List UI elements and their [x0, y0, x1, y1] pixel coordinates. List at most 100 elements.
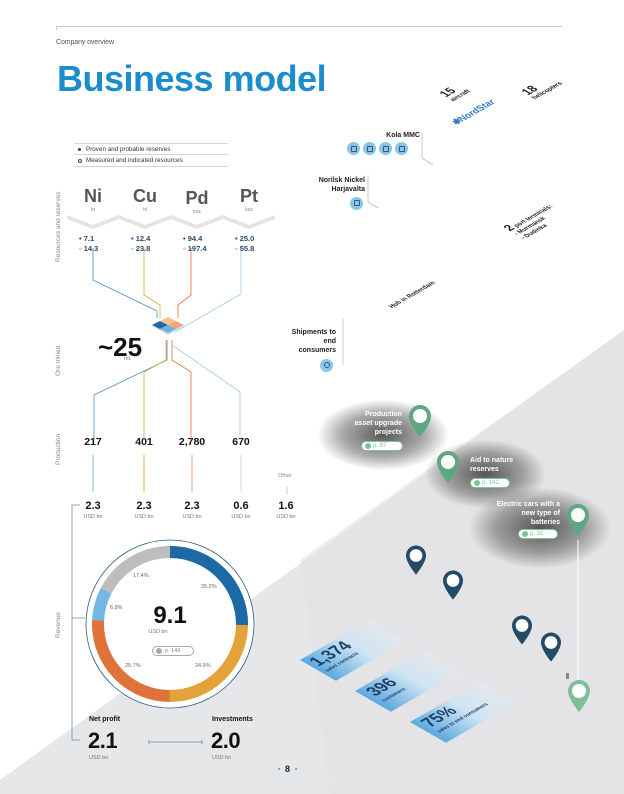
metal-resources: ◦ 14.3	[79, 244, 99, 253]
chevron-down-icon	[119, 215, 171, 229]
revenue-unit: USD bn	[83, 514, 103, 520]
revenue-pd: 2.3	[184, 500, 200, 512]
initiative-ref-link[interactable]: p. 87	[361, 441, 403, 451]
page-reference-link[interactable]: p. 149	[152, 646, 194, 656]
page-reference-label: p. 149	[165, 648, 181, 654]
metal-reserves: • 12.4	[131, 234, 151, 243]
legend-item-resources: Measured and indicated resources	[74, 155, 228, 167]
battery-pin-icon	[567, 504, 589, 536]
plant-icon	[395, 142, 408, 155]
ore-mined-value: ~25	[98, 332, 143, 362]
chevron-down-icon	[171, 215, 223, 229]
revenue-unit: USD bn	[134, 514, 154, 520]
gear-pin-icon	[443, 570, 463, 600]
globe-icon	[320, 358, 333, 372]
investments-label: Investments	[212, 716, 253, 723]
mine-icon	[347, 142, 360, 155]
hollow-dot-icon	[77, 158, 82, 163]
refinery-icon	[379, 142, 392, 155]
revenue-unit: USD bn	[231, 514, 251, 520]
metal-reserves: • 7.1	[79, 234, 95, 243]
production-cu: 401	[135, 436, 153, 448]
metal-unit: koz	[193, 209, 201, 215]
stage-label-revenue: Revenue	[55, 611, 62, 638]
initiative-ref-link[interactable]: p. 141	[470, 478, 510, 488]
filled-dot-icon	[78, 148, 81, 151]
stage-label-resources: Resources and reserves	[55, 191, 62, 262]
lab-pin-icon	[512, 615, 532, 645]
harjavalta-icons	[350, 193, 363, 211]
donut-label-pt: 6.8%	[110, 605, 123, 611]
factory-pin-icon	[409, 405, 431, 437]
production-pt: 670	[232, 436, 250, 448]
metal-reserves: • 94.4	[183, 234, 203, 243]
stage-label-ore: Ore mined	[55, 345, 62, 376]
legend-item-reserves: Proven and probable reserves	[74, 143, 228, 155]
search-icon	[474, 480, 480, 486]
revenue-ni: 2.3	[85, 500, 101, 512]
search-icon	[365, 443, 371, 449]
metal-symbol: Pt	[240, 186, 258, 206]
metal-reserves: • 25.0	[235, 234, 255, 243]
chevron-down-icon	[223, 215, 275, 229]
harjavalta-label: Norilsk Nickel Harjavalta	[318, 177, 365, 193]
metal-symbol: Cu	[133, 186, 157, 206]
page-number-value: 8	[285, 764, 291, 774]
metal-pd: Pd koz • 94.4 ◦ 197.4	[171, 186, 223, 254]
metal-resources: ◦ 55.8	[235, 244, 255, 253]
search-icon	[522, 531, 528, 537]
revenue-other: 1.6	[278, 500, 294, 512]
page-title: Business model	[57, 58, 327, 99]
header-rule	[56, 26, 562, 27]
metal-cu: Cu kt • 12.4 ◦ 23.8	[119, 186, 171, 254]
revenue-donut-chart	[85, 539, 255, 709]
production-pd: 2,780	[178, 436, 206, 448]
page-dot-icon	[278, 768, 280, 770]
search-icon	[156, 648, 162, 654]
legend: Proven and probable reserves Measured an…	[74, 143, 228, 167]
production-ni: 217	[84, 436, 102, 448]
metal-pt: Pt koz • 25.0 ◦ 55.8	[223, 186, 275, 254]
document-pin-icon	[568, 680, 590, 712]
revenue-cu: 2.3	[136, 500, 152, 512]
revenue-pt: 0.6	[233, 500, 249, 512]
shipments-label: Shipments to end consumers	[291, 329, 336, 354]
chevron-down-icon	[67, 215, 119, 229]
initiative-ref: p. 32	[530, 531, 544, 537]
investments-unit: USD bn	[212, 755, 232, 761]
metal-symbol: Ni	[84, 186, 102, 206]
donut-label-ni: 25.2%	[201, 584, 217, 590]
initiative-ref: p. 141	[482, 480, 499, 486]
net-profit-label: Net profit	[89, 716, 121, 723]
metal-unit: kt	[143, 207, 147, 213]
page-number: 8	[278, 764, 298, 774]
kola-icons	[347, 142, 408, 155]
donut-label-other: 17.4%	[133, 573, 149, 579]
revenue-unit: USD bn	[182, 514, 202, 520]
metal-symbol: Pd	[185, 188, 209, 208]
initiative-label: Aid to nature reserves	[470, 457, 514, 473]
section-label: Company overview	[56, 39, 114, 46]
initiative-label: Production asset upgrade projects	[354, 411, 402, 436]
initiative-ref-link[interactable]: p. 32	[518, 529, 558, 539]
donut-label-pd: 25.7%	[125, 663, 141, 669]
investments-value: 2.0	[211, 728, 241, 753]
metal-unit: kt	[91, 207, 95, 213]
donut-total: 9.1	[153, 602, 187, 629]
metal-resources: ◦ 197.4	[183, 244, 207, 253]
page-dot-icon	[295, 768, 298, 770]
header-rule-tick	[56, 26, 57, 30]
worker-pin-icon	[406, 545, 426, 575]
revenue-unit: USD bn	[276, 514, 296, 520]
ore-mined-unit: mt	[124, 356, 131, 362]
net-profit-unit: USD bn	[89, 755, 109, 761]
other-label: Other	[278, 473, 292, 479]
metals-row: Ni kt • 7.1 ◦ 14.3 Cu kt • 12.4 ◦ 23.8 P…	[67, 186, 275, 254]
donut-label-cu: 24.9%	[195, 663, 211, 669]
legend-label: Measured and indicated resources	[86, 157, 183, 164]
shadow-blob	[470, 488, 610, 568]
metal-unit: koz	[245, 207, 253, 213]
net-profit-value: 2.1	[88, 728, 118, 753]
kola-mmc-label: Kola MMC	[386, 132, 420, 139]
donut-unit: USD bn	[148, 629, 168, 635]
